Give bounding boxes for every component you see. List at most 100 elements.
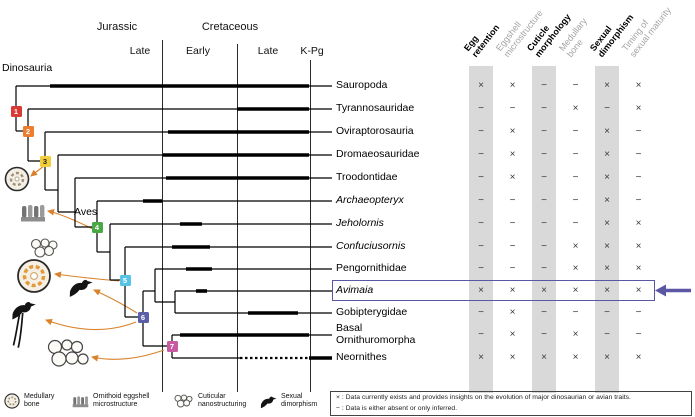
tree-node-7: 7 bbox=[166, 340, 178, 352]
matrix-cell: − bbox=[541, 307, 547, 318]
avimaia-arrow bbox=[655, 284, 691, 297]
tree-node-1: 1 bbox=[10, 105, 22, 117]
matrix-cell: × bbox=[635, 285, 642, 296]
matrix-cell: − bbox=[541, 241, 547, 252]
time-boundary-line bbox=[237, 44, 238, 392]
matrix-cell: × bbox=[604, 172, 610, 183]
matrix-cell: × bbox=[572, 103, 579, 114]
matrix-cell: − bbox=[478, 126, 484, 137]
clade-label-dinosauria: Dinosauria bbox=[2, 62, 53, 74]
matrix-cell: − bbox=[541, 126, 547, 137]
ornithoid-eggshell-icon bbox=[72, 396, 89, 408]
matrix-cell: × bbox=[604, 195, 610, 206]
cuticular-nanostructuring-icon bbox=[174, 394, 193, 408]
matrix-cell: − bbox=[572, 126, 579, 137]
key-exists: × : Data currently exists and provides i… bbox=[336, 394, 631, 401]
symbol-key-box: × : Data currently exists and provides i… bbox=[330, 391, 692, 416]
medullary-bone-icon bbox=[4, 393, 20, 410]
matrix-cell: × bbox=[635, 352, 642, 363]
matrix-cell: × bbox=[635, 263, 642, 274]
taxon-label: Basal Ornithuromorpha bbox=[336, 322, 416, 346]
stage-label-kpg: K-Pg bbox=[300, 45, 324, 57]
period-label-cretaceous: Cretaceous bbox=[201, 21, 259, 33]
matrix-cell: − bbox=[478, 218, 484, 229]
matrix-cell: − bbox=[604, 307, 610, 318]
matrix-cell: × bbox=[635, 218, 642, 229]
tree-node-2: 2 bbox=[22, 125, 34, 137]
medullary-bone-icon bbox=[4, 166, 30, 192]
matrix-cell: × bbox=[604, 241, 610, 252]
key-absent: − : Data is either absent or only inferr… bbox=[336, 404, 458, 412]
icon-pointer-arrow bbox=[92, 289, 138, 314]
tree-node-3: 3 bbox=[39, 155, 51, 167]
matrix-cell: − bbox=[478, 241, 484, 252]
matrix-cell: × bbox=[604, 263, 610, 274]
matrix-cell: − bbox=[635, 149, 642, 160]
matrix-cell: − bbox=[541, 149, 547, 160]
time-boundary-line bbox=[310, 60, 311, 392]
avimaia-medullary-bone-icon bbox=[17, 259, 51, 293]
matrix-cell: × bbox=[478, 352, 484, 363]
matrix-cell: × bbox=[572, 329, 579, 340]
matrix-cell: − bbox=[541, 329, 547, 340]
stage-label-late-cretaceous: Late bbox=[257, 45, 279, 57]
ornithoid-eggshell-icon bbox=[21, 205, 45, 222]
matrix-cell: − bbox=[509, 103, 516, 114]
matrix-cell: × bbox=[541, 352, 547, 363]
matrix-cell: − bbox=[509, 241, 516, 252]
matrix-cell: − bbox=[509, 195, 516, 206]
legend-item-cuticular-nanostructuring: Cuticular nanostructuring bbox=[174, 393, 246, 410]
taxon-label: Neornithes bbox=[336, 351, 387, 363]
period-label-jurassic: Jurassic bbox=[96, 21, 138, 33]
matrix-cell: × bbox=[509, 307, 516, 318]
matrix-cell: − bbox=[604, 329, 610, 340]
matrix-cell: × bbox=[604, 80, 610, 91]
matrix-cell: − bbox=[541, 80, 547, 91]
legend-label: Sexual dimorphism bbox=[281, 393, 318, 409]
matrix-cell: − bbox=[541, 103, 547, 114]
stage-label-early-cretaceous: Early bbox=[186, 45, 210, 57]
matrix-cell: − bbox=[635, 172, 642, 183]
tree-node-4: 4 bbox=[91, 221, 103, 233]
matrix-cell: − bbox=[478, 263, 484, 274]
matrix-cell: − bbox=[635, 329, 642, 340]
matrix-column-band bbox=[469, 66, 493, 393]
matrix-cell: − bbox=[478, 329, 484, 340]
icon-pointer-arrow bbox=[90, 349, 165, 362]
taxon-label: Confuciusornis bbox=[336, 240, 406, 252]
matrix-cell: × bbox=[572, 263, 579, 274]
legend-label: Medullary bone bbox=[24, 393, 55, 409]
matrix-cell: − bbox=[541, 218, 547, 229]
male-bird-icon bbox=[12, 301, 36, 348]
matrix-cell: × bbox=[478, 285, 484, 296]
cuticular-nanostructuring-icon bbox=[30, 238, 58, 258]
matrix-cell: × bbox=[635, 80, 642, 91]
matrix-cell: × bbox=[509, 80, 516, 91]
legend-item-medullary-bone: Medullary bone bbox=[4, 393, 54, 410]
matrix-cell: − bbox=[572, 307, 579, 318]
matrix-cell: × bbox=[572, 241, 579, 252]
avimaia-highlight-box bbox=[332, 280, 655, 301]
matrix-cell: × bbox=[635, 103, 642, 114]
matrix-cell: − bbox=[541, 263, 547, 274]
egg-clutch-icon bbox=[47, 339, 89, 367]
clade-label-aves: Aves bbox=[74, 206, 98, 218]
taxon-label: Pengornithidae bbox=[336, 262, 407, 274]
matrix-cell: − bbox=[572, 80, 579, 91]
taxon-label: Gobipterygidae bbox=[336, 306, 408, 318]
matrix-cell: − bbox=[478, 103, 484, 114]
icon-pointer-arrow bbox=[44, 318, 137, 331]
matrix-cell: − bbox=[572, 149, 579, 160]
taxon-label: Oviraptorosauria bbox=[336, 125, 414, 137]
matrix-cell: − bbox=[635, 126, 642, 137]
matrix-cell: × bbox=[604, 149, 610, 160]
matrix-column-band bbox=[532, 66, 556, 393]
taxon-label: Tyrannosauridae bbox=[336, 102, 415, 114]
matrix-cell: × bbox=[509, 149, 516, 160]
matrix-cell: × bbox=[509, 285, 516, 296]
matrix-cell: − bbox=[635, 195, 642, 206]
matrix-cell: − bbox=[635, 307, 642, 318]
stage-label-late-jurassic: Late bbox=[129, 45, 151, 57]
matrix-cell: × bbox=[509, 329, 516, 340]
